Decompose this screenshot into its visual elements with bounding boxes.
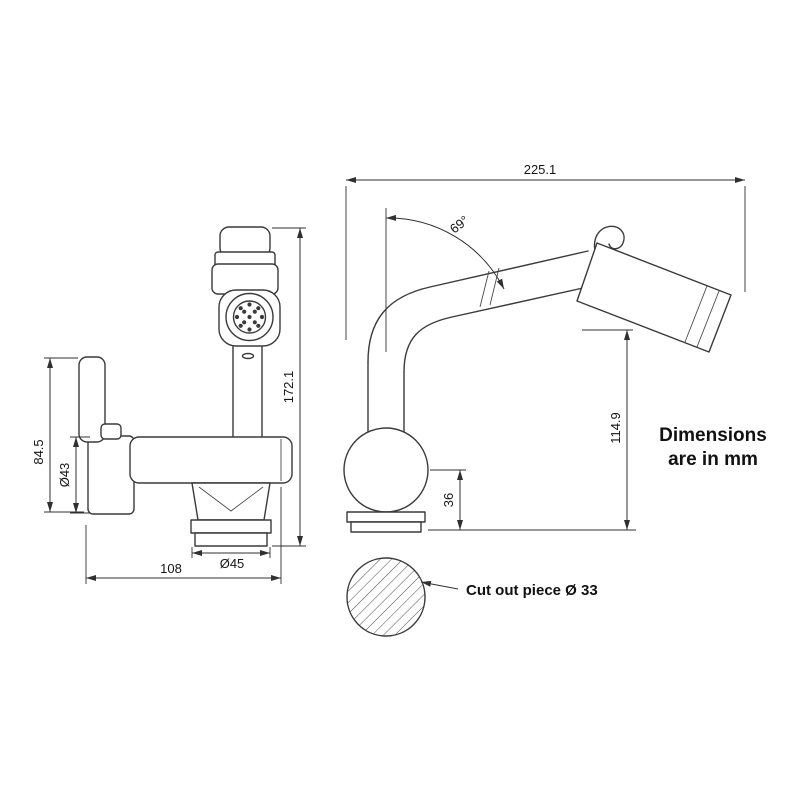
extension-line xyxy=(85,487,282,584)
side-base-flange-upper xyxy=(346,511,426,523)
nozzle-face-lines xyxy=(684,285,720,348)
dim-body-width-label: 108 xyxy=(160,561,182,576)
spray-face-inner-ring xyxy=(232,300,267,334)
base-taper xyxy=(191,482,271,521)
base-flange-lower xyxy=(194,532,268,547)
dim-overall-width-label: 225.1 xyxy=(524,162,557,177)
spray-head-clip xyxy=(593,225,625,267)
neck-slot xyxy=(241,352,255,360)
units-note-line1: Dimensions xyxy=(659,425,767,446)
side-view xyxy=(343,225,732,533)
dim-overall-height: 172.1 xyxy=(272,227,306,547)
extension-line xyxy=(345,186,746,340)
spout-lower-edge xyxy=(403,285,593,373)
base-taper-detail xyxy=(198,486,264,512)
riser-tube xyxy=(367,361,405,435)
extension-line xyxy=(428,469,636,531)
extension-line xyxy=(70,436,90,514)
spout-upper-edge xyxy=(367,250,589,363)
handle-lever xyxy=(78,356,106,443)
spray-nozzle-dots xyxy=(234,302,265,332)
units-note-line2: are in mm xyxy=(668,449,758,470)
handle-hub xyxy=(87,435,135,515)
cutout-circle xyxy=(346,557,426,637)
side-base-flange-lower xyxy=(350,521,422,533)
dim-base-diameter: Ø45 xyxy=(191,547,271,571)
dim-spray-angle-label: 69° xyxy=(447,212,472,236)
faucet-body xyxy=(129,436,293,484)
callout-leader-arrow xyxy=(420,580,459,590)
dim-handle-height-label: 84.5 xyxy=(31,439,46,464)
units-note: Dimensions are in mm xyxy=(659,425,767,470)
dim-body-width: 108 xyxy=(85,487,282,584)
spray-face-outer-ring xyxy=(225,292,274,342)
handle-knob xyxy=(100,423,122,440)
dim-spout-height-label: 114.9 xyxy=(608,412,623,444)
dim-spout-height: 114.9 xyxy=(582,329,633,530)
spout-neck xyxy=(232,345,263,438)
pullout-spray-head xyxy=(576,242,732,353)
dim-base-diameter-label: Ø45 xyxy=(220,556,245,571)
cutout-callout-label: Cut out piece Ø 33 xyxy=(466,582,598,599)
base-flange-upper xyxy=(190,519,272,534)
front-view xyxy=(78,226,293,547)
dim-base-height-label: 36 xyxy=(441,493,456,507)
dim-overall-width: 225.1 xyxy=(345,162,746,340)
dim-handle-diameter-label: Ø43 xyxy=(57,463,72,488)
dim-handle-diameter: Ø43 xyxy=(57,436,90,514)
body-side-profile xyxy=(343,427,429,513)
cutout-callout: Cut out piece Ø 33 xyxy=(346,557,598,637)
angle-arc xyxy=(385,214,505,290)
dim-overall-height-label: 172.1 xyxy=(281,371,296,404)
dim-base-height: 36 xyxy=(428,469,636,531)
